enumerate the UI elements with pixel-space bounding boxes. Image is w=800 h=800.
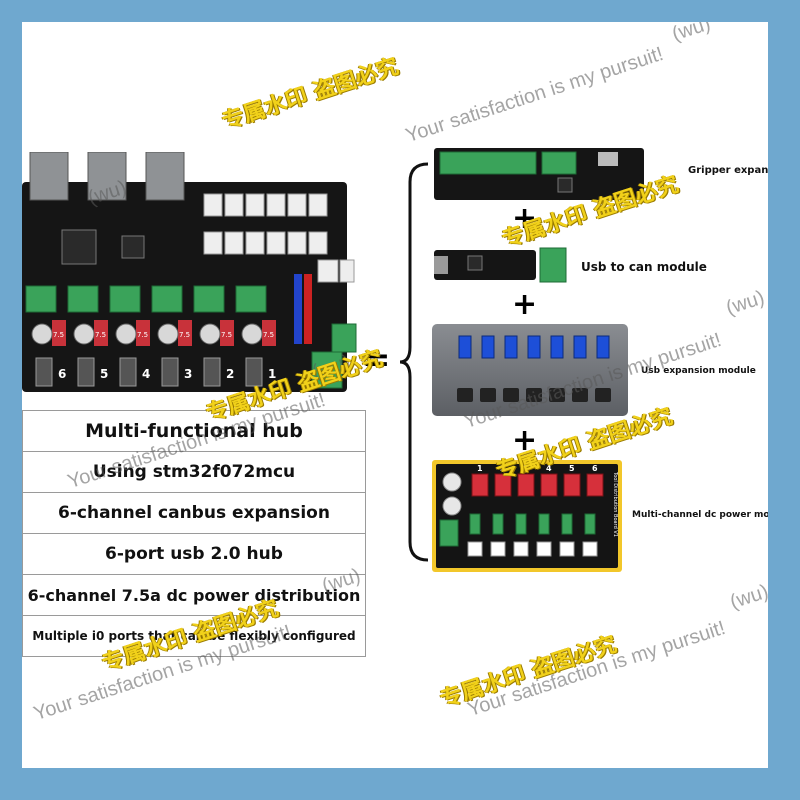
port-number: 1 [268,367,276,381]
can-module-label: Usb to can module [581,260,707,274]
plus-sign: + [512,287,538,322]
svg-text:7.5: 7.5 [263,331,274,339]
watermark-tag: (wu) [723,286,768,320]
output-connectors [467,541,598,557]
product-image-frame: 6 5 4 3 2 1 7.5 7.5 7.5 7.5 7.5 7.5 Mult… [22,22,768,768]
rj45-jack-1 [29,152,69,201]
usb-port-switches [457,388,611,402]
svg-text:4: 4 [546,464,552,473]
port-number: 5 [100,367,108,381]
usb-module-label: Usb expansion module [641,366,756,376]
port-numbers: 6 5 4 3 2 1 [58,367,276,381]
svg-text:7.5: 7.5 [95,331,106,339]
fuse-labels: 7.5 7.5 7.5 7.5 7.5 7.5 [53,331,274,339]
rj45-jack-3 [145,152,185,201]
feature-row: Multi-functional hub [23,411,365,452]
fuses [52,320,276,346]
svg-text:7.5: 7.5 [137,331,148,339]
mcu-chip [61,229,97,265]
power-module-label: Multi-channel dc power module [632,510,768,520]
feature-row: Multiple i0 ports that can be flexibly c… [32,629,356,643]
usb-ports [458,335,610,359]
port-number: 3 [184,367,192,381]
gpio-pin-header [294,274,312,344]
usb-hub-chip [121,235,145,259]
svg-text:7.5: 7.5 [221,331,232,339]
svg-text:5: 5 [569,464,575,473]
rj45-jack-2 [87,152,127,201]
svg-text:7.5: 7.5 [53,331,64,339]
gripper-expansion-board [434,148,644,200]
main-hub-board: 6 5 4 3 2 1 7.5 7.5 7.5 7.5 7.5 7.5 [22,152,357,392]
watermark-tag: (wu) [669,22,714,46]
port-number: 6 [58,367,66,381]
feature-row: 6-port usb 2.0 hub [23,534,365,575]
output-switches [35,357,263,387]
output-terminals [439,513,596,547]
usb-hub-device [432,324,628,416]
feature-row: Using stm32f072mcu [23,452,365,493]
watermark-text: Your satisfaction is my pursuit! [465,616,729,722]
curly-bracket [400,162,429,562]
feature-row: 6-channel canbus expansion [23,493,365,534]
equals-sign: = [362,340,391,380]
plus-sign: + [512,423,538,458]
plus-sign: + [512,201,538,236]
svg-text:6: 6 [592,464,598,473]
port-number: 4 [142,367,150,381]
svg-text:1: 1 [477,464,483,473]
power-distribution-board: 1 2 3 4 5 6 Tool Distribution Board V1 [432,460,622,572]
capacitors [31,323,263,345]
watermark-cn: 专属水印 盗图必究 [437,632,620,713]
svg-text:7.5: 7.5 [179,331,190,339]
feature-row: 6-channel 7.5a dc power distribution [23,575,365,616]
rocker-switches [471,473,604,497]
gripper-module-label: Gripper expansion module [688,165,768,176]
board-title: Tool Distribution Board V1 [612,471,618,537]
channel-numbers: 1 2 3 4 5 6 [477,464,598,473]
power-terminals [25,285,357,389]
port-number: 2 [226,367,234,381]
svg-text:2: 2 [500,464,506,473]
usb-to-can-board [434,247,567,283]
feature-table: Multi-functional hub Using stm32f072mcu … [22,410,366,657]
header-connectors-top [203,193,355,283]
input-jacks [442,472,462,516]
watermark-cn: 专属水印 盗图必究 [219,54,402,135]
svg-text:3: 3 [523,464,529,473]
watermark-tag: (wu) [727,580,768,614]
watermark-text: Your satisfaction is my pursuit! [403,42,667,148]
